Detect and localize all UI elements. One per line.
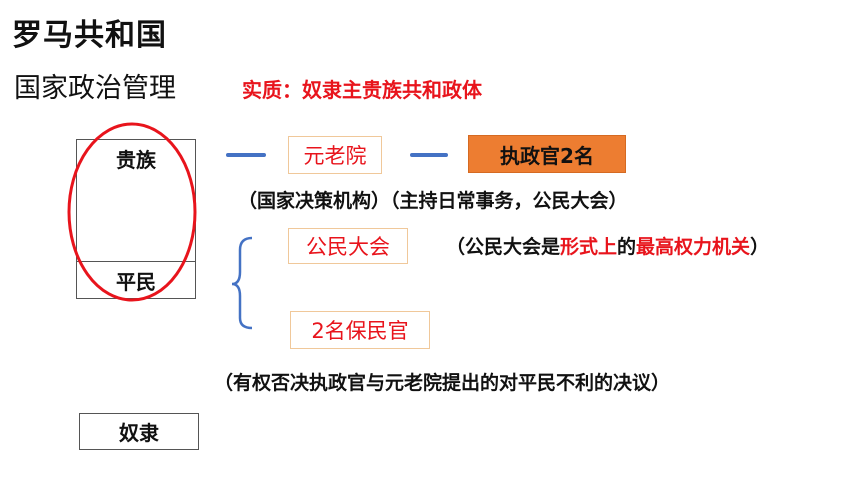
plebs-box: 平民 <box>76 261 196 299</box>
senate-label: 元老院 <box>303 144 367 168</box>
section-subtitle: 国家政治管理 <box>14 73 176 104</box>
assembly-note-highlight-formal: 形式上 <box>560 236 618 258</box>
consul-label: 执政官2名 <box>500 143 594 168</box>
consul-box: 执政官2名 <box>468 135 626 173</box>
assembly-box: 公民大会 <box>288 228 408 264</box>
slaves-label: 奴隶 <box>119 421 159 445</box>
essence-note: 实质：奴隶主贵族共和政体 <box>242 78 482 102</box>
nobles-label: 贵族 <box>116 147 156 172</box>
plebs-label: 平民 <box>116 269 156 294</box>
tribunes-label: 2名保民官 <box>311 319 409 343</box>
senate-box: 元老院 <box>288 136 382 174</box>
assembly-note-suffix: ） <box>750 236 770 258</box>
plebs-bracket <box>231 236 253 330</box>
slaves-box: 奴隶 <box>79 413 199 450</box>
senate-consul-note: （国家决策机构）（主持日常事务，公民大会） <box>238 190 628 212</box>
assembly-label: 公民大会 <box>306 235 390 259</box>
page-title: 罗马共和国 <box>12 18 167 53</box>
assembly-note-mid: 的 <box>617 236 637 258</box>
tribunes-note: （有权否决执政官与元老院提出的对平民不利的决议） <box>214 372 671 394</box>
assembly-note-prefix: （公民大会是 <box>446 236 561 258</box>
assembly-note-highlight-supreme: 最高权力机关 <box>636 236 751 258</box>
aristocracy-ellipse <box>67 122 197 302</box>
assembly-note: （公民大会是形式上的最高权力机关） <box>446 232 769 259</box>
class-box-gap <box>76 176 196 262</box>
tribunes-box: 2名保民官 <box>290 311 430 349</box>
